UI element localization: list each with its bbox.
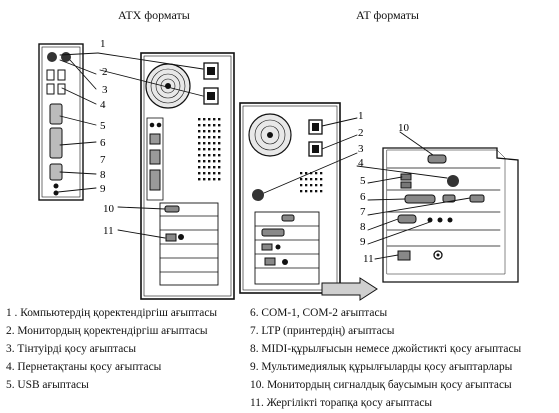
- at-callout-1: 1: [358, 110, 364, 122]
- at-game-port-icon: [397, 214, 417, 224]
- mouse-port-icon: [47, 52, 57, 62]
- legend-item: 5. USB ағыптасы: [6, 379, 89, 391]
- zoom-arrow-icon: [321, 277, 378, 301]
- legend-item: 10. Монитордың сигналдық баусымын қосу а…: [250, 379, 512, 391]
- atx-callout-8: 8: [100, 169, 106, 181]
- legend-item: 7. LTP (принтердің) ағыптасы: [250, 325, 395, 337]
- at-expansion-cards: [382, 147, 519, 283]
- vga-port-icon: [164, 205, 180, 213]
- audio-jack-icon: [53, 190, 59, 196]
- atx-callout-6: 6: [100, 137, 106, 149]
- atx-case: [140, 52, 235, 300]
- at-case: [239, 102, 341, 294]
- at-callout-5: 5: [360, 175, 366, 187]
- at-lpt-port-icon: [404, 194, 436, 204]
- legend-item: 6. COM-1, COM-2 ағыптасы: [250, 307, 388, 319]
- at-callout-3: 3: [358, 143, 364, 155]
- at-callout-4: 4: [358, 157, 364, 169]
- legend-item: 4. Пернетақтаны қосу ағыптасы: [6, 361, 162, 373]
- at-callout-10: 10: [398, 122, 410, 134]
- at-callout-7: 7: [360, 206, 366, 218]
- legend-right: 6. COM-1, COM-2 ағыптасы 7. LTP (принтер…: [250, 304, 521, 412]
- at-com-port-icon: [469, 194, 485, 203]
- legend-left: 1 . Компьютердің қоректендіргіш ағыптасы…: [6, 304, 217, 394]
- at-callout-11: 11: [363, 253, 374, 265]
- at-lan-port-icon: [397, 250, 411, 261]
- at-callout-9: 9: [360, 236, 366, 248]
- atx-callout-11: 11: [103, 225, 114, 237]
- atx-callout-10: 10: [103, 203, 115, 215]
- atx-callout-3: 3: [102, 84, 108, 96]
- legend-item: 3. Тінтуірді қосу ағыптасы: [6, 343, 136, 355]
- atx-callout-4: 4: [100, 99, 106, 111]
- at-mouse-port-icon: [447, 175, 459, 187]
- atx-callout-2: 2: [102, 66, 108, 78]
- atx-heading: ATX форматы: [118, 8, 190, 22]
- at-keyboard-port-icon: [252, 189, 264, 201]
- at-vga-port-icon: [427, 154, 447, 164]
- at-heading: AT форматы: [356, 8, 419, 22]
- legend-item: 2. Монитордың қоректендіргіш ағыптасы: [6, 325, 208, 337]
- atx-callout-1: 1: [100, 38, 106, 50]
- lpt-port-icon: [49, 127, 63, 159]
- lan-port-icon: [165, 233, 177, 242]
- legend-item: 8. MIDI-құрылғысын немесе джойстикті қос…: [250, 343, 522, 355]
- at-callout-8: 8: [360, 221, 366, 233]
- usb-port-icon: [46, 83, 55, 95]
- atx-callout-7: 7: [100, 154, 106, 166]
- legend-item: 1 . Компьютердің қоректендіргіш ағыптасы: [6, 307, 218, 319]
- legend-item: 11. Жергілікті торапқа қосу ағыптасы: [250, 397, 433, 409]
- atx-callout-9: 9: [100, 183, 106, 195]
- at-callout-2: 2: [358, 127, 364, 139]
- at-audio-jack-icon: [447, 217, 453, 223]
- callout-leaders: [57, 52, 471, 260]
- legend-item: 9. Мультимедиялық құрылғыларды қосу ағып…: [250, 361, 513, 373]
- at-callout-6: 6: [360, 191, 366, 203]
- com-port-icon: [49, 103, 63, 125]
- atx-callout-5: 5: [100, 120, 106, 132]
